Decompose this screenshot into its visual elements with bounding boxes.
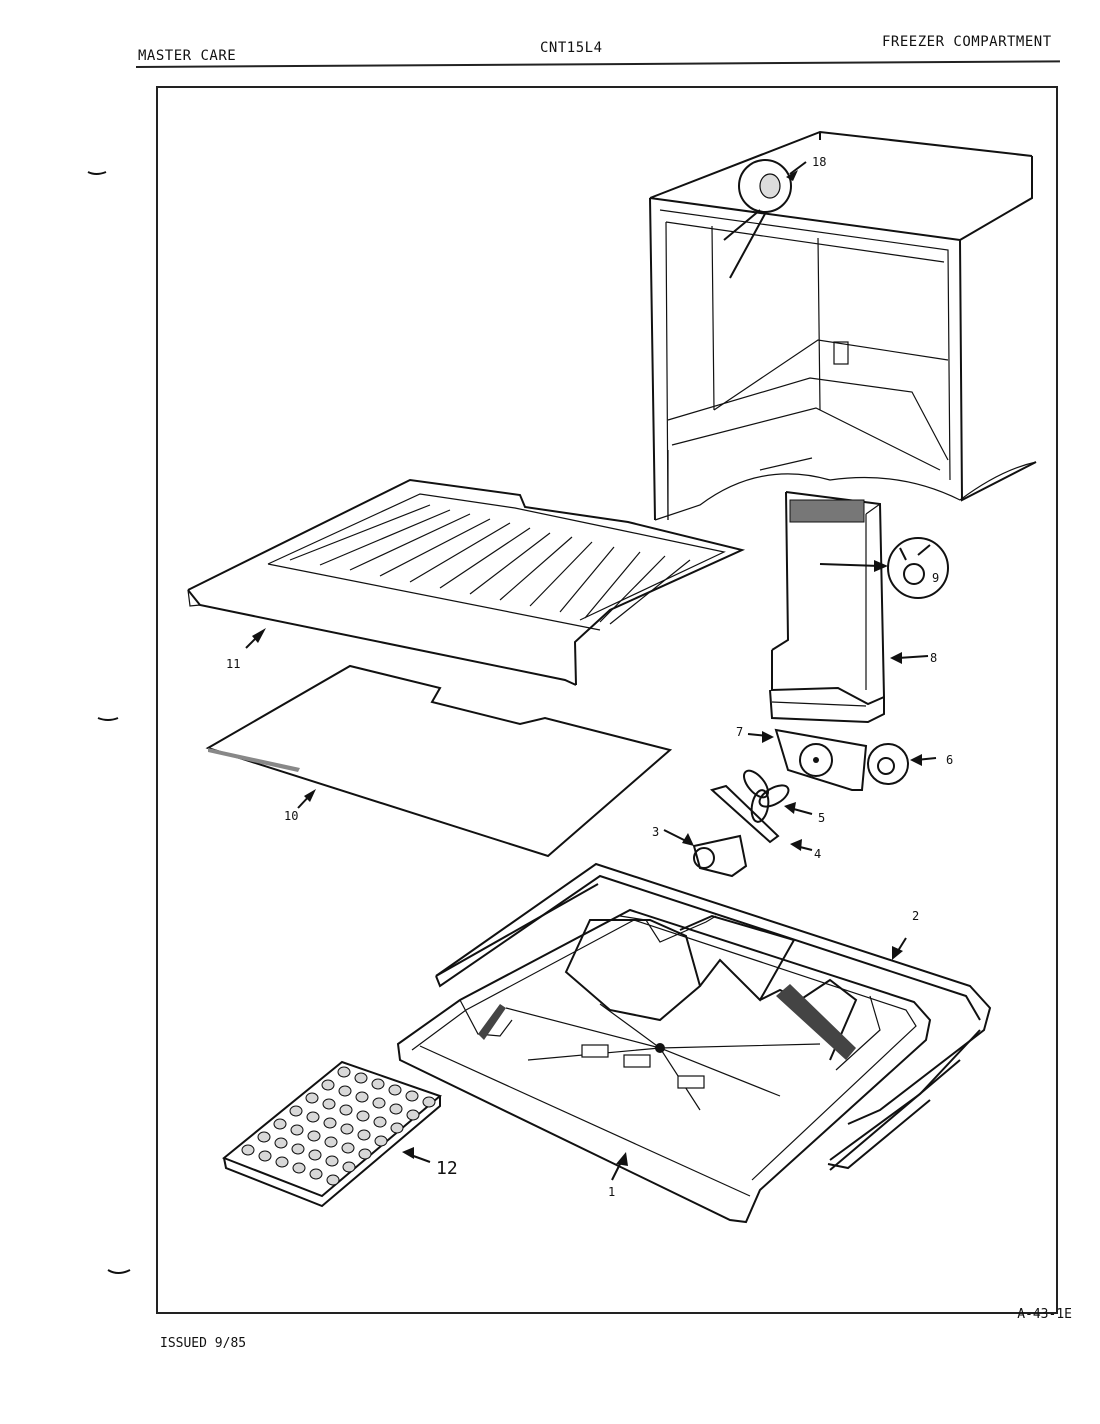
brand-label: MASTER CARE	[138, 48, 237, 64]
part-8-air-duct	[769, 491, 929, 724]
ice-cube-cup	[308, 1149, 322, 1161]
ice-cube-cup	[340, 1123, 354, 1135]
callout-7: 7	[736, 725, 743, 739]
part-3-fan-motor	[663, 829, 748, 878]
ice-cube-cup	[323, 1117, 337, 1129]
callout-18: 18	[812, 155, 826, 169]
ice-cube-cup	[321, 1079, 335, 1091]
ice-cube-cup	[326, 1174, 340, 1186]
ice-cube-cup	[372, 1097, 386, 1109]
ice-cube-cup	[309, 1168, 323, 1180]
ice-cube-cup	[405, 1090, 419, 1102]
part-10-shelf-glass	[205, 664, 673, 858]
ice-cube-cup	[274, 1137, 288, 1149]
part-9-magnifier	[819, 537, 949, 599]
ice-cube-cup	[388, 1084, 402, 1096]
ice-cube-cup	[275, 1156, 289, 1168]
ice-cube-cup	[306, 1111, 320, 1123]
ice-cube-cup	[356, 1110, 370, 1122]
diagram-code: A-43-1E	[1017, 1307, 1072, 1322]
part-6-magnifier	[867, 743, 937, 785]
callout-10: 10	[284, 809, 298, 823]
part-2-evaporator-cover	[435, 862, 992, 1170]
part-12-ice-tray	[222, 1060, 442, 1208]
ice-cube-cup	[357, 1129, 371, 1141]
punch-mark-top	[87, 171, 107, 175]
callout-11: 11	[226, 657, 240, 671]
ice-cube-cup	[241, 1144, 255, 1156]
ice-cube-cup	[258, 1150, 272, 1162]
ice-cube-cup	[324, 1136, 338, 1148]
ice-cube-cup	[291, 1143, 305, 1155]
ice-cube-cup	[389, 1103, 403, 1115]
callout-4: 4	[814, 847, 821, 861]
part-4-motor-bracket	[709, 784, 813, 851]
ice-cube-cup	[305, 1092, 319, 1104]
section-title: FREEZER COMPARTMENT	[882, 34, 1052, 50]
part-1-freezer-floor	[396, 908, 932, 1224]
ice-cube-cup	[322, 1098, 336, 1110]
ice-cube-cup	[337, 1066, 351, 1078]
ice-cube-cup	[371, 1078, 385, 1090]
callout-2: 2	[912, 909, 919, 923]
part-7-fan-bracket	[747, 728, 868, 791]
ice-cube-cup	[354, 1072, 368, 1084]
callout-3: 3	[652, 825, 659, 839]
ice-cube-cup	[355, 1091, 369, 1103]
part-5-fan-blade	[743, 769, 813, 823]
callout-6: 6	[946, 753, 953, 767]
part-11-freezer-shelf	[187, 478, 746, 686]
part-18-magnifier	[723, 159, 807, 279]
ice-cube-cup	[373, 1116, 387, 1128]
punch-mark-middle	[97, 717, 119, 721]
model-number: CNT15L4	[540, 40, 603, 56]
ice-cube-cup	[374, 1135, 388, 1147]
side-rails	[435, 883, 961, 1171]
callout-12: 12	[436, 1158, 458, 1179]
ice-cube-cup	[406, 1109, 420, 1121]
ice-cube-cup	[257, 1131, 271, 1143]
ice-cube-cup	[289, 1105, 303, 1117]
ice-cube-cup	[390, 1122, 404, 1134]
ice-cube-cup	[325, 1155, 339, 1167]
callout-9: 9	[932, 571, 939, 585]
ice-cube-cup	[338, 1085, 352, 1097]
diagram-frame	[156, 86, 1058, 1314]
callout-8: 8	[930, 651, 937, 665]
punch-mark-bottom	[107, 1269, 131, 1274]
ice-cube-cup	[341, 1142, 355, 1154]
ice-cube-cup	[358, 1148, 372, 1160]
ice-cube-cup	[290, 1124, 304, 1136]
ice-cube-cup	[422, 1096, 436, 1108]
callout-5: 5	[818, 811, 825, 825]
ice-cube-cup	[307, 1130, 321, 1142]
ice-cube-cup	[342, 1161, 356, 1173]
ice-cube-cup	[273, 1118, 287, 1130]
freezer-cabinet	[649, 130, 1037, 521]
ice-cube-cup	[339, 1104, 353, 1116]
callout-1: 1	[608, 1185, 615, 1199]
issued-date: ISSUED 9/85	[160, 1336, 247, 1351]
ice-cube-cup	[292, 1162, 306, 1174]
